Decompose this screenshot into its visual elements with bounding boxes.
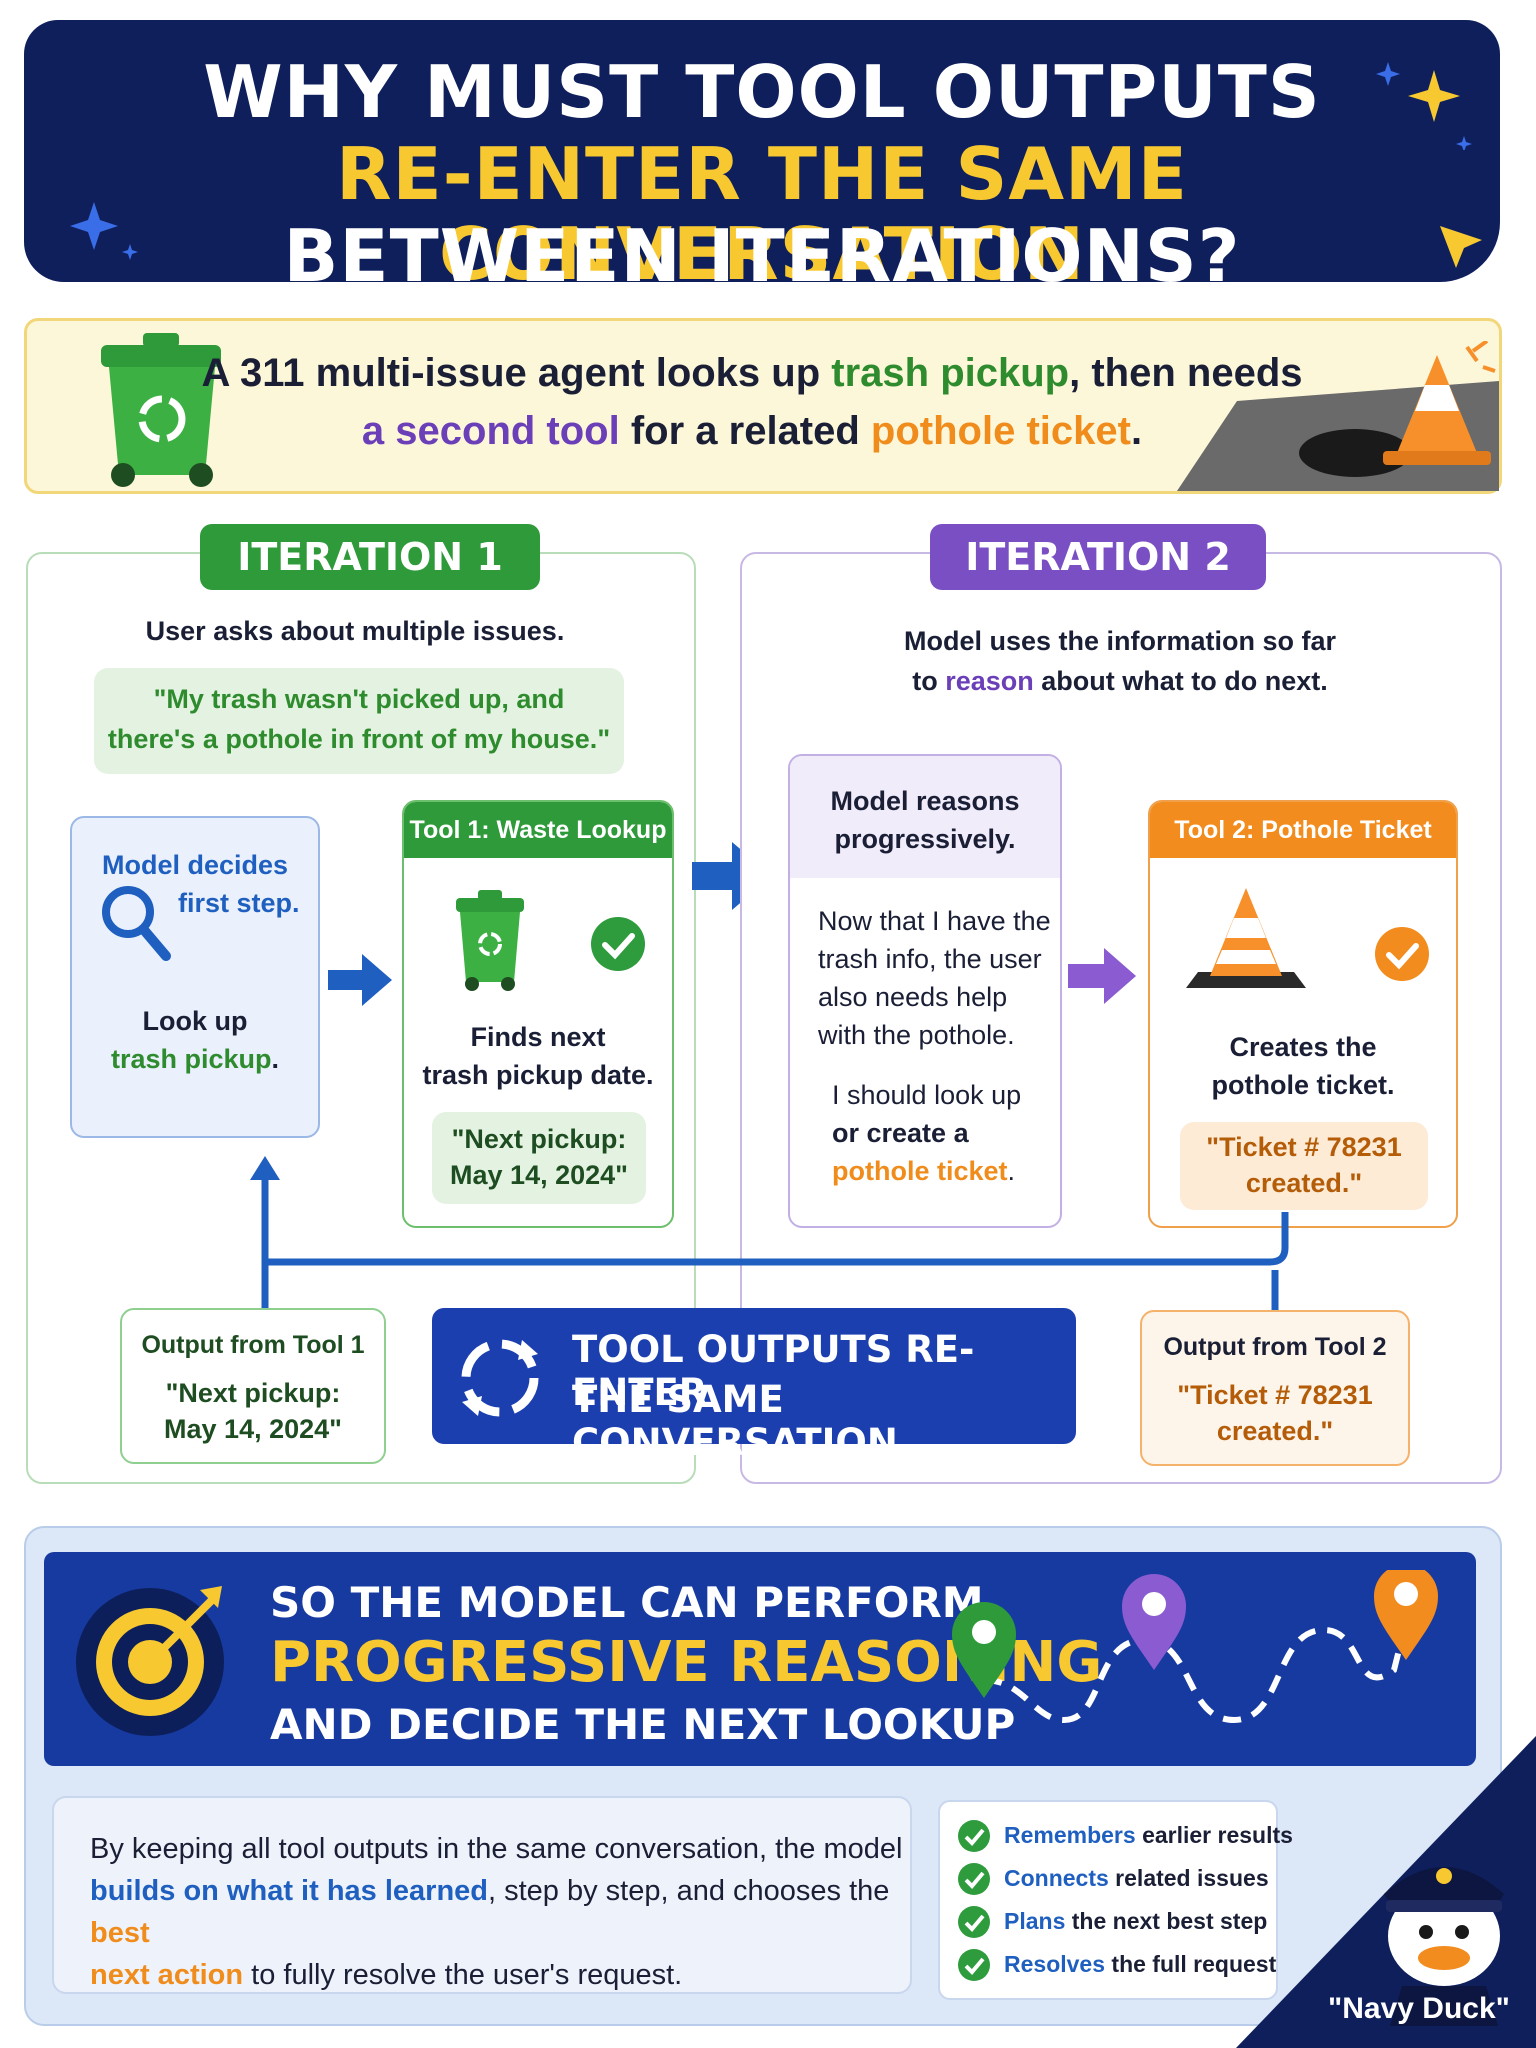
tool-1-desc-line-2: trash pickup date. [422,1060,654,1090]
lookup-line-1: Look up [142,1006,248,1036]
reasoning-title-line-1: Model reasons [830,786,1020,816]
mascot-corner [1236,1736,1536,2048]
tool-1-result-line-2: May 14, 2024" [450,1160,628,1190]
star-sparkle-icon [1376,62,1472,150]
checklist-item: Connects related issues [958,1859,1288,1899]
tool-1-result-line-1: "Next pickup: [451,1124,627,1154]
re-enter-banner: TOOL OUTPUTS RE-ENTER THE SAME CONVERSAT… [432,1308,1076,1464]
checklist-item-text: Resolves the full request [1004,1951,1277,1977]
checklist-item: Resolves the full request [958,1945,1288,1985]
conclusion-line-1: SO THE MODEL CAN PERFORM [270,1578,984,1627]
output-tool-2-line-1: "Ticket # 78231 [1177,1380,1373,1410]
tool-2-desc-line-2: pothole ticket. [1211,1070,1395,1100]
iteration-2-intro-line-2: to reason about what to do next. [912,666,1328,696]
summary-line-2: builds on what it has learned, step by s… [90,1875,890,1949]
benefits-checklist: Remembers earlier results Connects relat… [938,1800,1293,2000]
output-tool-1-title: Output from Tool 1 [141,1331,365,1359]
arrow-right-icon [328,954,392,1006]
user-quote-line-2: there's a pothole in front of my house." [107,724,611,754]
scenario-box: A 311 multi-issue agent looks up trash p… [24,318,1502,494]
tool-2-header: Tool 2: Pothole Ticket [1150,802,1456,858]
refresh-cycle-icon [461,1339,539,1417]
conclusion-line-3: AND DECIDE THE NEXT LOOKUP [270,1700,1016,1749]
target-icon [76,1586,224,1736]
output-tool-1-line-2: May 14, 2024" [164,1414,342,1444]
tool-2-result-line-2: created." [1245,1168,1363,1198]
route-pins-icon [952,1570,1438,1724]
title-line-2: RE-ENTER THE SAME CONVERSATION [336,132,1188,296]
sparkle-icon [70,202,138,260]
check-circle-icon [591,917,645,971]
tool-2-box: Tool 2: Pothole Ticket Creates the potho… [1148,800,1458,1228]
tool-2-result: "Ticket # 78231 created." [1180,1122,1428,1210]
conclusion-banner: SO THE MODEL CAN PERFORM PROGRESSIVE REA… [44,1552,1476,1766]
reasoning-header [790,756,1060,878]
summary-line-1: By keeping all tool outputs in the same … [90,1833,903,1865]
check-icon [958,1906,990,1938]
iteration-2-tag: ITERATION 2 [930,524,1266,590]
reasoning-box: Model reasons progressively. Now that I … [788,754,1062,1228]
magnifier-icon [102,886,171,961]
scenario-line-2: a second tool for a related pothole tick… [361,409,1143,453]
title-banner: WHY MUST TOOL OUTPUTS RE-ENTER THE SAME … [24,20,1500,296]
output-tool-1-box: Output from Tool 1 "Next pickup: May 14,… [120,1308,386,1464]
summary-line-3: next action to fully resolve the user's … [90,1959,683,1991]
check-icon [958,1820,990,1852]
feedback-loop-arrows [250,1156,1289,1310]
pothole-cone-icon [1177,341,1499,491]
tool-1-header: Tool 1: Waste Lookup [404,802,672,858]
user-quote-box: "My trash wasn't picked up, and there's … [94,668,624,774]
lookup-line-2: trash pickup. [110,1044,280,1074]
tool-1-desc-line-1: Finds next [470,1022,606,1052]
mascot-name: "Navy Duck" [1328,1992,1510,2025]
cursor-arrow-icon [1440,226,1482,268]
scenario-line-1: A 311 multi-issue agent looks up trash p… [201,351,1303,395]
tool-1-result: "Next pickup: May 14, 2024" [432,1112,646,1204]
reasoning-paragraph-1: Now that I have the trash info, the user… [818,906,1051,1050]
user-quote-line-1: "My trash wasn't picked up, and [153,684,565,714]
output-tool-2-box: Output from Tool 2 "Ticket # 78231 creat… [1140,1310,1410,1466]
iteration-1-intro: User asks about multiple issues. [145,616,565,646]
title-line-1: WHY MUST TOOL OUTPUTS [203,50,1321,134]
iteration-1-tag: ITERATION 1 [200,524,540,590]
reasoning-paragraph-2: I should look up or create a pothole tic… [832,1080,1022,1186]
model-decides-box: Model decides first step. Look up trash … [70,816,320,1138]
check-icon [958,1863,990,1895]
re-enter-line-1: TOOL OUTPUTS RE-ENTER [572,1328,975,1414]
checklist-item: Remembers earlier results [958,1816,1293,1856]
iteration-2-intro-line-1: Model uses the information so far [903,626,1337,656]
tool-2-title: Tool 2: Pothole Ticket [1174,816,1432,844]
reasoning-title-line-2: progressively. [834,824,1016,854]
navy-duck-mascot-icon [1384,1867,1504,2026]
arrow-right-purple-icon [1068,948,1136,1004]
checklist-item-text: Plans the next best step [1004,1908,1268,1934]
re-enter-line-2: THE SAME CONVERSATION [572,1378,898,1464]
checklist-item: Plans the next best step [958,1902,1288,1942]
model-decides-line-1: Model decides [101,850,289,880]
summary-box: By keeping all tool outputs in the same … [52,1796,912,1994]
check-circle-orange-icon [1375,927,1429,981]
trash-bin-icon [101,333,221,487]
trash-bin-small-icon [456,890,524,991]
output-tool-2-title: Output from Tool 2 [1163,1333,1387,1361]
output-tool-2-line-2: created." [1216,1416,1334,1446]
check-icon [958,1949,990,1981]
tool-1-box: Tool 1: Waste Lookup Finds next trash pi… [402,800,674,1228]
checklist-item-text: Connects related issues [1004,1865,1269,1891]
tool-2-desc-line-1: Creates the [1229,1032,1377,1062]
model-decides-line-2: first step. [178,888,300,918]
title-line-3: BETWEEN ITERATIONS? [283,214,1241,298]
checklist-item-text: Remembers earlier results [1004,1822,1293,1848]
tool-1-title: Tool 1: Waste Lookup [409,816,667,844]
tool-2-result-line-1: "Ticket # 78231 [1206,1132,1402,1162]
traffic-cone-icon [1186,888,1306,988]
output-tool-1-line-1: "Next pickup: [165,1378,341,1408]
